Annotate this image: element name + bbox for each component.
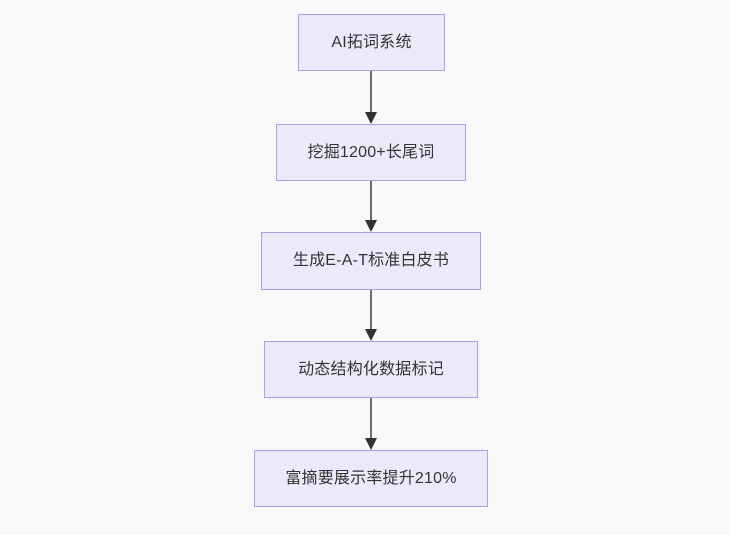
node-label: AI拓词系统 xyxy=(331,33,412,51)
edge-n3-n4 xyxy=(356,290,386,341)
node-label: 富摘要展示率提升210% xyxy=(285,469,457,487)
flowchart-node-rich-snippet-rate-increase[interactable]: 富摘要展示率提升210% xyxy=(254,450,488,507)
edge-n1-n2 xyxy=(356,71,386,124)
node-label: 挖掘1200+长尾词 xyxy=(307,143,435,161)
flowchart-node-generate-eat-whitepaper[interactable]: 生成E-A-T标准白皮书 xyxy=(261,232,481,290)
flowchart-node-dynamic-structured-data-markup[interactable]: 动态结构化数据标记 xyxy=(264,341,478,398)
node-label: 生成E-A-T标准白皮书 xyxy=(292,252,450,270)
flowchart-node-ai-keyword-system[interactable]: AI拓词系统 xyxy=(298,14,445,71)
flowchart-node-mine-longtail-keywords[interactable]: 挖掘1200+长尾词 xyxy=(276,124,466,181)
edge-n4-n5 xyxy=(356,398,386,450)
node-label: 动态结构化数据标记 xyxy=(298,360,444,378)
edge-n2-n3 xyxy=(356,181,386,232)
